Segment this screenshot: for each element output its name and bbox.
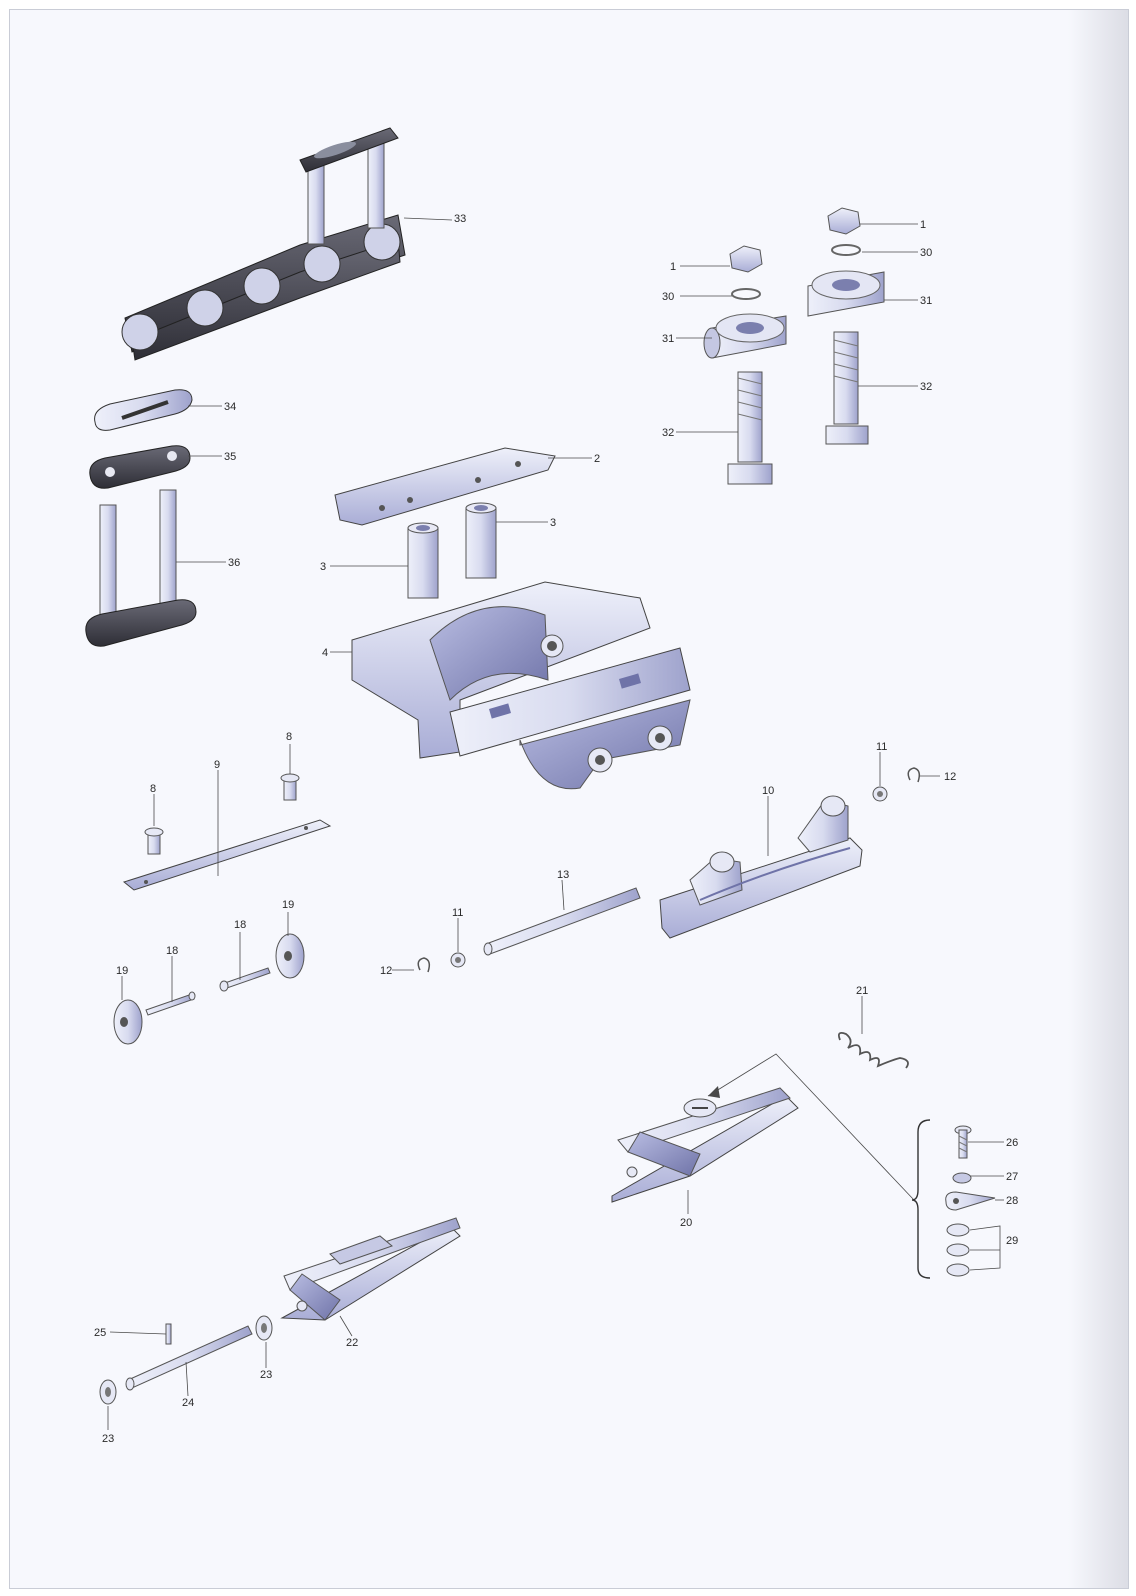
label-3-left: 3 xyxy=(320,561,326,573)
detail-pointer-arrow xyxy=(708,1086,720,1098)
pin-25 xyxy=(165,1323,172,1345)
label-3-right: 3 xyxy=(550,517,556,529)
label-11-left: 11 xyxy=(452,907,463,919)
bolt-18-left xyxy=(145,991,196,1016)
pin-8-left xyxy=(144,827,164,855)
label-31-left: 31 xyxy=(662,333,674,345)
label-2: 2 xyxy=(594,453,600,465)
main-housing-4 xyxy=(351,581,691,790)
label-9: 9 xyxy=(214,759,220,771)
label-36: 36 xyxy=(228,557,240,569)
label-29: 29 xyxy=(1006,1235,1018,1247)
label-23-right: 23 xyxy=(260,1369,272,1381)
detail-pointer-line xyxy=(707,1053,915,1201)
label-33: 33 xyxy=(454,213,466,225)
disc-19-right xyxy=(275,933,305,979)
label-25: 25 xyxy=(94,1327,106,1339)
washer-11-left xyxy=(450,952,466,968)
clip-12-right xyxy=(907,767,921,783)
page-edge-shadow xyxy=(1068,10,1128,1588)
label-24: 24 xyxy=(182,1397,194,1409)
bearing-stack-right xyxy=(807,207,885,445)
shaft-24 xyxy=(125,1325,253,1391)
pin-8-right xyxy=(280,773,300,801)
bushing-3-right xyxy=(465,502,497,579)
label-12-left: 12 xyxy=(380,965,392,977)
bracket-10 xyxy=(659,795,863,939)
label-23-left: 23 xyxy=(102,1433,114,1445)
washer-23-right xyxy=(255,1315,273,1341)
label-12-right: 12 xyxy=(944,771,956,783)
label-26: 26 xyxy=(1006,1137,1018,1149)
label-28: 28 xyxy=(1006,1195,1018,1207)
label-31-right: 31 xyxy=(920,295,932,307)
part-labels: 33 1 30 31 32 1 30 31 32 34 35 36 2 3 3 … xyxy=(94,213,1018,1445)
clip-12-left xyxy=(417,957,431,973)
bushing-3-left xyxy=(407,522,439,599)
spring-21 xyxy=(837,1031,909,1069)
bracket-22 xyxy=(280,1217,461,1321)
label-32-left: 32 xyxy=(662,427,674,439)
lock-washer-27 xyxy=(952,1172,972,1184)
connecting-link-36 xyxy=(85,489,197,647)
label-11-right: 11 xyxy=(876,741,887,753)
catalog-page xyxy=(10,10,1128,1588)
label-34: 34 xyxy=(224,401,236,413)
spring-clip-34 xyxy=(94,389,193,431)
label-32-right: 32 xyxy=(920,381,932,393)
washer-11-right xyxy=(872,786,888,802)
roller-chain-33 xyxy=(121,127,406,361)
label-30-right: 30 xyxy=(920,247,932,259)
label-4: 4 xyxy=(322,647,328,659)
label-10: 10 xyxy=(762,785,774,797)
label-8-right: 8 xyxy=(286,731,292,743)
screw-26 xyxy=(954,1125,972,1159)
label-30-left: 30 xyxy=(662,291,674,303)
label-19-left: 19 xyxy=(116,965,128,977)
label-18-left: 18 xyxy=(166,945,178,957)
detail-bracket xyxy=(911,1119,931,1279)
shims-29 xyxy=(946,1223,970,1277)
label-18-right: 18 xyxy=(234,919,246,931)
label-21: 21 xyxy=(856,985,868,997)
label-27: 27 xyxy=(1006,1171,1018,1183)
label-19-right: 19 xyxy=(282,899,294,911)
strap-9 xyxy=(122,819,332,891)
label-8-left: 8 xyxy=(150,783,156,795)
label-22: 22 xyxy=(346,1337,358,1349)
bolt-18-right xyxy=(219,967,271,992)
shaft-13 xyxy=(483,887,641,956)
label-1-right: 1 xyxy=(920,219,926,231)
label-13: 13 xyxy=(557,869,569,881)
bearing-stack-left xyxy=(703,245,787,485)
label-1-left: 1 xyxy=(670,261,676,273)
tab-washer-28 xyxy=(945,1191,996,1211)
bracket-20 xyxy=(611,1087,799,1203)
top-plate-2 xyxy=(334,447,556,526)
washer-23-left xyxy=(99,1379,117,1405)
link-plate-35 xyxy=(89,445,191,489)
leader-lines xyxy=(107,217,1004,1430)
label-35: 35 xyxy=(224,451,236,463)
disc-19-left xyxy=(113,999,143,1045)
label-20: 20 xyxy=(680,1217,692,1229)
